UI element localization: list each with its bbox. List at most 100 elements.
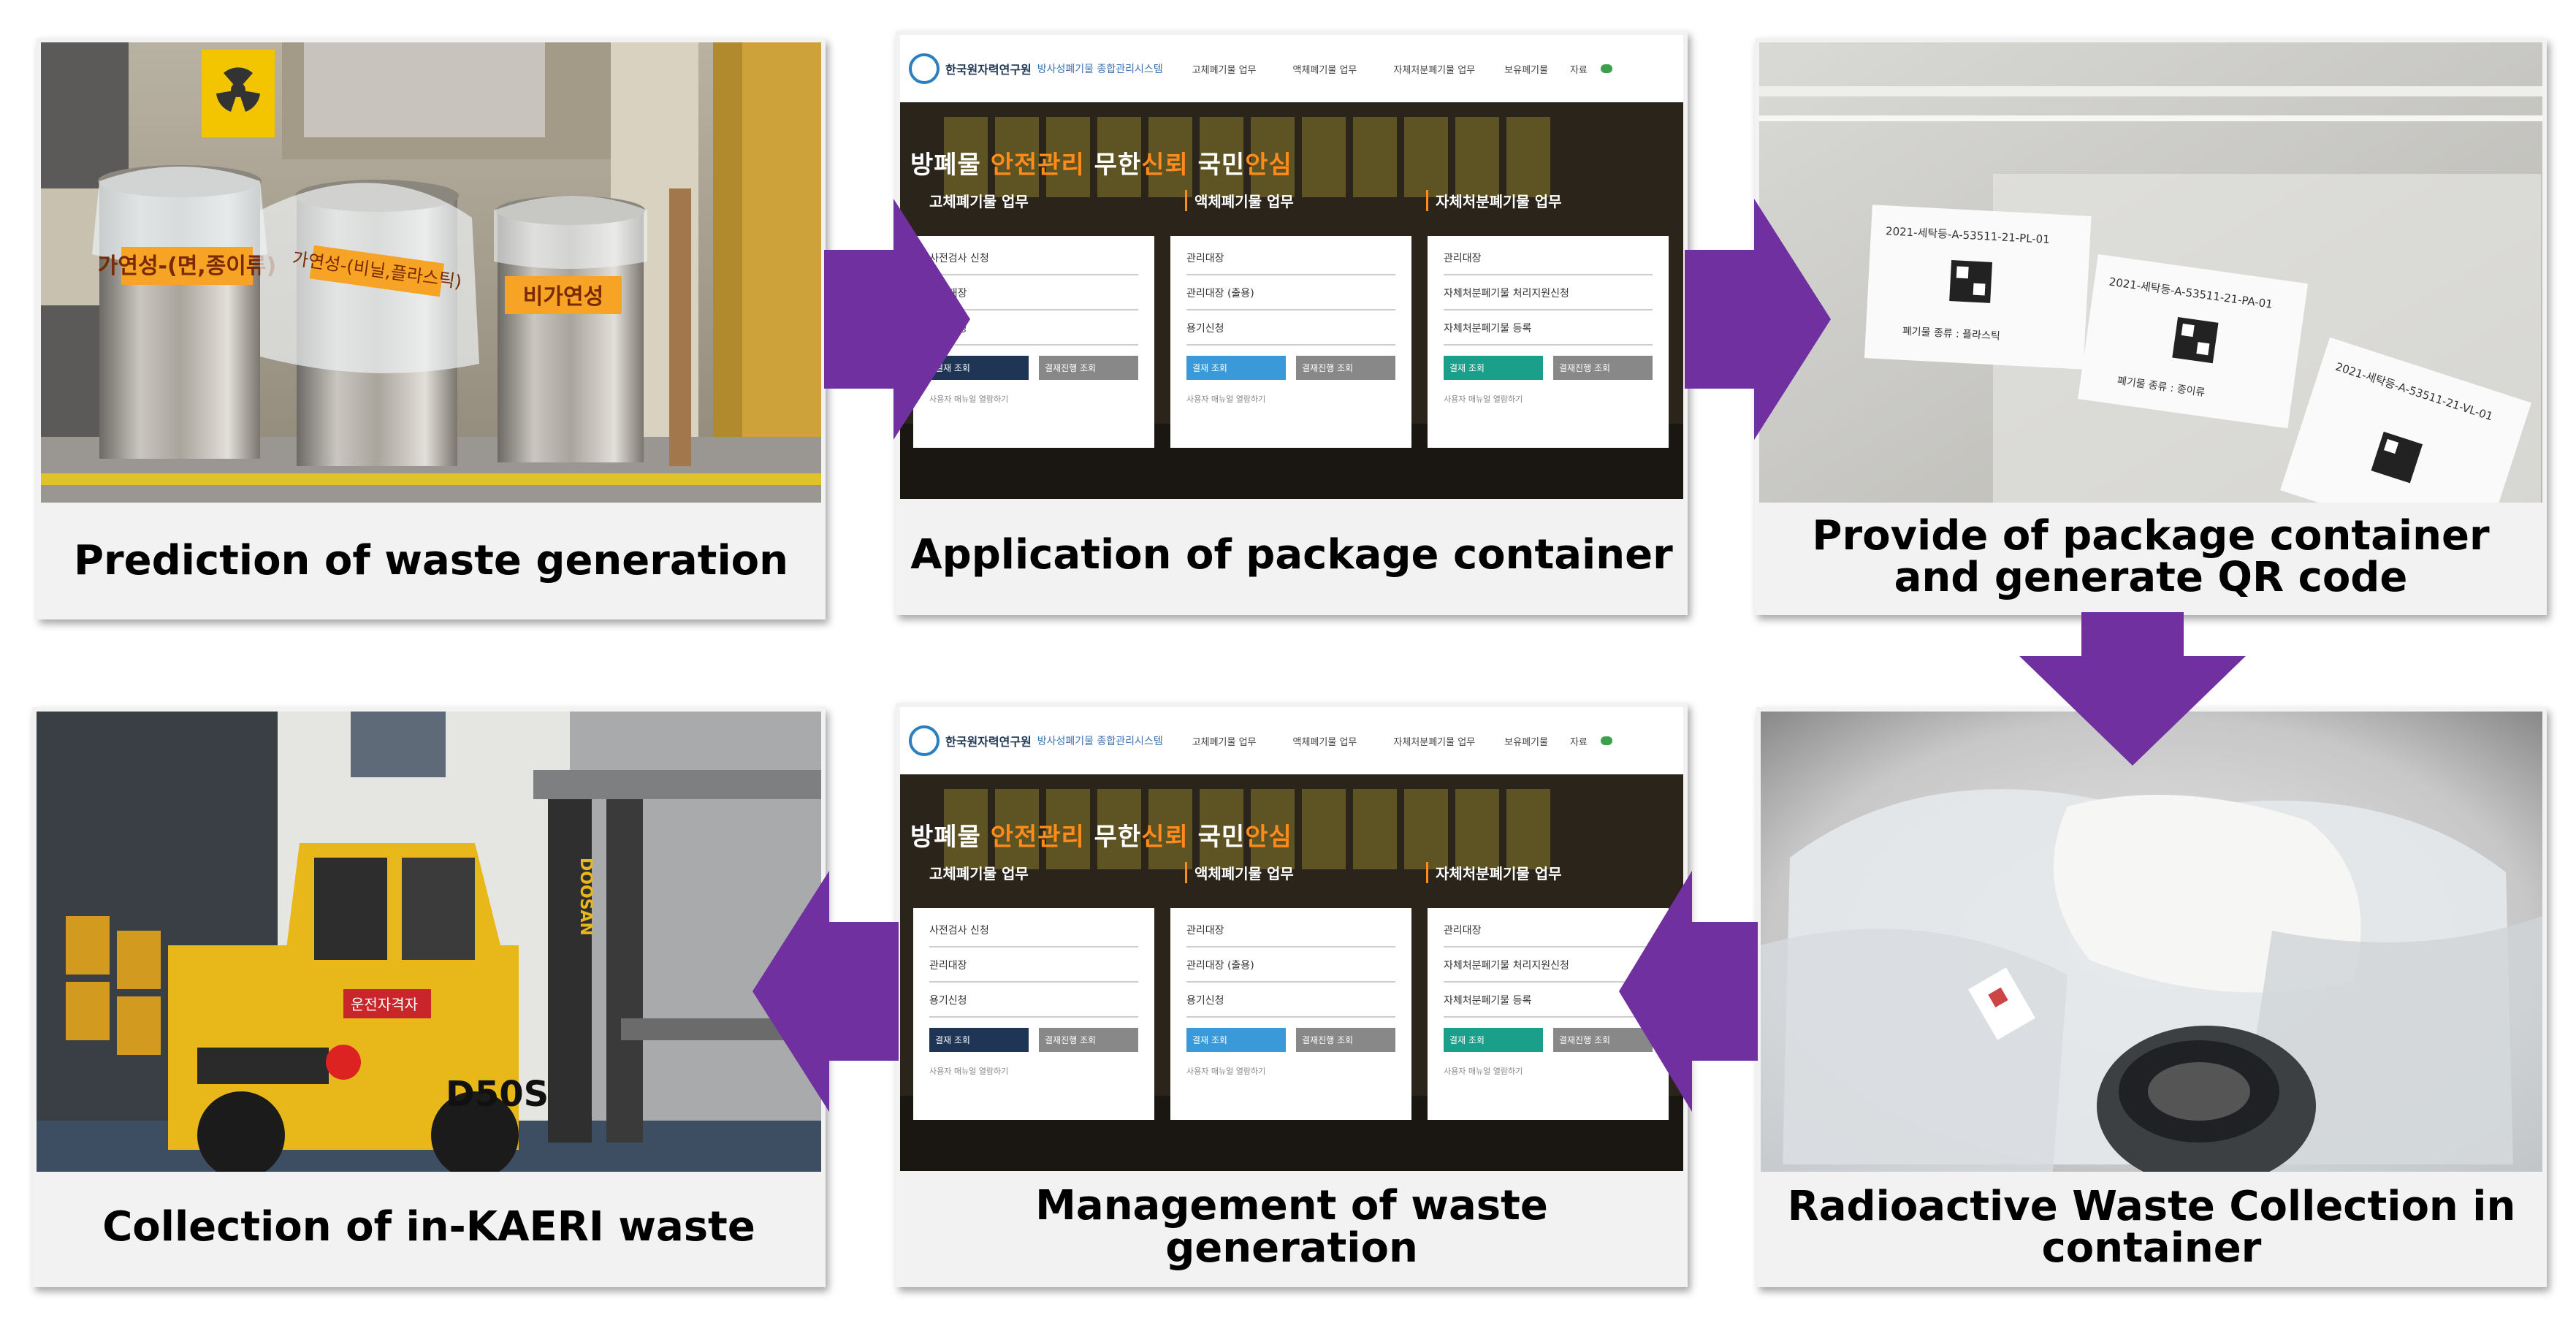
step-card-kaeri-collection: D50S DOOSAN 운전자격자 Collection of in-KAERI… bbox=[32, 707, 826, 1287]
site-header: 한국원자력연구원 방사성폐기물 종합관리시스템 고체폐기물 업무 액체폐기물 업… bbox=[900, 707, 1683, 774]
photo-qr-labels: 2021-세탁등-A-53511-21-PL-01 폐기물 종류 : 플라스틱 … bbox=[1759, 42, 2542, 503]
photo-waste-bins: 가연성-(면,종이류) 가연성-(비닐,플라스틱) 비가연성 bbox=[41, 42, 821, 503]
web-panel-liquid: 관리대장 관리대장 (출용) 용기신청 결재 조회 결재진행 조회 사용자 매뉴… bbox=[1170, 236, 1411, 448]
column-title: 자체처분폐기물 업무 bbox=[1426, 862, 1562, 883]
waste-bags-illustration bbox=[1761, 712, 2542, 1172]
forklift-model: D50S bbox=[446, 1074, 549, 1115]
approval-button[interactable]: 결재 조회 bbox=[1186, 1028, 1286, 1052]
manual-link[interactable]: 사용자 매뉴얼 열람하기 bbox=[929, 1067, 1009, 1076]
panel-item[interactable]: 자체처분폐기물 등록 bbox=[1444, 993, 1653, 1018]
panel-item[interactable]: 관리대장 bbox=[1186, 923, 1395, 947]
progress-button[interactable]: 결재진행 조회 bbox=[1039, 1028, 1138, 1052]
progress-button[interactable]: 결재진행 조회 bbox=[1553, 356, 1653, 380]
panel-item[interactable]: 용기신청 bbox=[929, 993, 1138, 1018]
arrow-left-icon bbox=[752, 871, 899, 1112]
panel-item[interactable]: 용기신청 bbox=[1186, 993, 1395, 1018]
web-panel-self-disposal: 관리대장 자체처분폐기물 처리지원신청 자체처분폐기물 등록 결재 조회 결재진… bbox=[1428, 236, 1669, 448]
manual-link[interactable]: 사용자 매뉴얼 열람하기 bbox=[1186, 1067, 1266, 1076]
barcode-scanner-icon bbox=[2097, 1026, 2316, 1172]
waste-bins-illustration: 가연성-(면,종이류) 가연성-(비닐,플라스틱) 비가연성 bbox=[41, 42, 821, 503]
nav-item[interactable]: 자체처분폐기물 업무 bbox=[1393, 64, 1476, 76]
column-title: 고체폐기물 업무 bbox=[929, 865, 1029, 882]
site-name: 한국원자력연구원 bbox=[945, 735, 1032, 749]
column-title: 액체폐기물 업무 bbox=[1185, 862, 1294, 883]
step-card-qr-code: 2021-세탁등-A-53511-21-PL-01 폐기물 종류 : 플라스틱 … bbox=[1755, 38, 2547, 615]
nav-item[interactable]: 자료 bbox=[1569, 736, 1588, 748]
nav-item[interactable]: 자체처분폐기물 업무 bbox=[1393, 736, 1476, 748]
nav-item[interactable]: 자료 bbox=[1569, 64, 1588, 76]
bin-left-label: 가연성-(면,종이류) bbox=[98, 253, 276, 279]
step-card-application: 한국원자력연구원 방사성폐기물 종합관리시스템 고체폐기물 업무 액체폐기물 업… bbox=[896, 31, 1688, 615]
progress-button[interactable]: 결재진행 조회 bbox=[1039, 356, 1138, 380]
forklift-icon bbox=[168, 799, 796, 1172]
site-logo-icon bbox=[909, 53, 940, 84]
site-slogan: 방폐물 안전관리 무한신뢰 국민안심 bbox=[910, 150, 1292, 180]
arrow-right-icon bbox=[824, 199, 970, 440]
chat-icon[interactable] bbox=[1600, 64, 1612, 73]
manual-link[interactable]: 사용자 매뉴얼 열람하기 bbox=[1186, 394, 1266, 404]
progress-button[interactable]: 결재진행 조회 bbox=[1296, 1028, 1395, 1052]
forklift-illustration: D50S DOOSAN 운전자격자 bbox=[37, 712, 821, 1172]
nav-item[interactable]: 보유폐기물 bbox=[1504, 64, 1548, 76]
label-card-1 bbox=[1864, 205, 2092, 370]
panel-item[interactable]: 자체처분폐기물 처리지원신청 bbox=[1444, 286, 1653, 310]
arrow-down-icon bbox=[2019, 612, 2246, 766]
panel-item[interactable]: 사전검사 신청 bbox=[929, 923, 1138, 947]
step-caption: Management of waste generation bbox=[1035, 1182, 1548, 1272]
approval-button[interactable]: 결재 조회 bbox=[1186, 356, 1286, 380]
manual-link[interactable]: 사용자 매뉴얼 열람하기 bbox=[1444, 394, 1523, 404]
web-panel-self-disposal: 관리대장 자체처분폐기물 처리지원신청 자체처분폐기물 등록 결재 조회 결재진… bbox=[1428, 908, 1669, 1120]
bin-middle-icon bbox=[260, 180, 479, 466]
progress-button[interactable]: 결재진행 조회 bbox=[1553, 1028, 1653, 1052]
step-caption: Provide of package container and generat… bbox=[1812, 511, 2490, 601]
step-caption: Application of package container bbox=[910, 530, 1673, 579]
manual-link[interactable]: 사용자 매뉴얼 열람하기 bbox=[1444, 1067, 1523, 1076]
panel-item[interactable]: 자체처분폐기물 처리지원신청 bbox=[1444, 958, 1653, 983]
chat-icon[interactable] bbox=[1600, 736, 1612, 745]
panel-item[interactable]: 관리대장 bbox=[1444, 251, 1653, 275]
step-card-container-collection: Radioactive Waste Collection in containe… bbox=[1756, 707, 2547, 1287]
panel-item[interactable]: 용기신청 bbox=[1186, 321, 1395, 346]
nav-item[interactable]: 액체폐기물 업무 bbox=[1292, 64, 1357, 76]
arrow-right-icon bbox=[1685, 199, 1831, 440]
bin-right-icon bbox=[494, 196, 647, 462]
nav-item[interactable]: 고체폐기물 업무 bbox=[1192, 736, 1257, 748]
nav-item[interactable]: 액체폐기물 업무 bbox=[1292, 736, 1357, 748]
arrow-left-icon bbox=[1619, 871, 1758, 1112]
step-caption: Prediction of waste generation bbox=[74, 537, 788, 585]
panel-item[interactable]: 관리대장 bbox=[929, 958, 1138, 983]
photo-waste-bags bbox=[1761, 712, 2542, 1172]
approval-button[interactable]: 결재 조회 bbox=[929, 356, 1029, 380]
panel-item[interactable]: 관리대장 (출용) bbox=[1186, 958, 1395, 983]
nav-item[interactable]: 보유폐기물 bbox=[1504, 736, 1548, 748]
column-title: 고체폐기물 업무 bbox=[929, 193, 1029, 210]
approval-button[interactable]: 결재 조회 bbox=[1444, 1028, 1543, 1052]
bin-left-icon bbox=[92, 165, 267, 459]
qr-labels-illustration: 2021-세탁등-A-53511-21-PL-01 폐기물 종류 : 플라스틱 … bbox=[1759, 42, 2542, 503]
panel-item[interactable]: 사전검사 신청 bbox=[929, 251, 1138, 275]
column-title: 자체처분폐기물 업무 bbox=[1426, 190, 1562, 211]
panel-item[interactable]: 자체처분폐기물 등록 bbox=[1444, 321, 1653, 346]
site-name: 한국원자력연구원 bbox=[945, 63, 1032, 77]
panel-item[interactable]: 관리대장 (출용) bbox=[1186, 286, 1395, 310]
label-type: 폐기물 종류 : 플라스틱 bbox=[1902, 326, 2000, 343]
approval-button[interactable]: 결재 조회 bbox=[1444, 356, 1543, 380]
manual-link[interactable]: 사용자 매뉴얼 열람하기 bbox=[929, 394, 1009, 404]
web-panel-solid: 사전검사 신청 관리대장 용기신청 결재 조회 결재진행 조회 사용자 매뉴얼 … bbox=[913, 908, 1154, 1120]
label-card-2 bbox=[2078, 253, 2309, 429]
nav-item[interactable]: 고체폐기물 업무 bbox=[1192, 64, 1257, 76]
step-card-prediction: 가연성-(면,종이류) 가연성-(비닐,플라스틱) 비가연성 Predictio… bbox=[37, 38, 826, 619]
website-screenshot: 한국원자력연구원 방사성폐기물 종합관리시스템 고체폐기물 업무 액체폐기물 업… bbox=[900, 707, 1683, 1171]
site-slogan: 방폐물 안전관리 무한신뢰 국민안심 bbox=[910, 823, 1292, 852]
approval-button[interactable]: 결재 조회 bbox=[929, 1028, 1029, 1052]
site-subtitle: 방사성폐기물 종합관리시스템 bbox=[1037, 64, 1163, 75]
label-card-3 bbox=[2280, 337, 2531, 503]
panel-item[interactable]: 관리대장 bbox=[1186, 251, 1395, 275]
web-panel-solid: 사전검사 신청 관리대장 용기신청 결재 조회 결재진행 조회 사용자 매뉴얼 … bbox=[913, 236, 1154, 448]
panel-item[interactable]: 관리대장 bbox=[1444, 923, 1653, 947]
progress-button[interactable]: 결재진행 조회 bbox=[1296, 356, 1395, 380]
site-subtitle: 방사성폐기물 종합관리시스템 bbox=[1037, 736, 1163, 747]
forklift-plate: 운전자격자 bbox=[351, 996, 418, 1013]
column-title: 액체폐기물 업무 bbox=[1185, 190, 1294, 211]
photo-forklift: D50S DOOSAN 운전자격자 bbox=[37, 712, 821, 1172]
